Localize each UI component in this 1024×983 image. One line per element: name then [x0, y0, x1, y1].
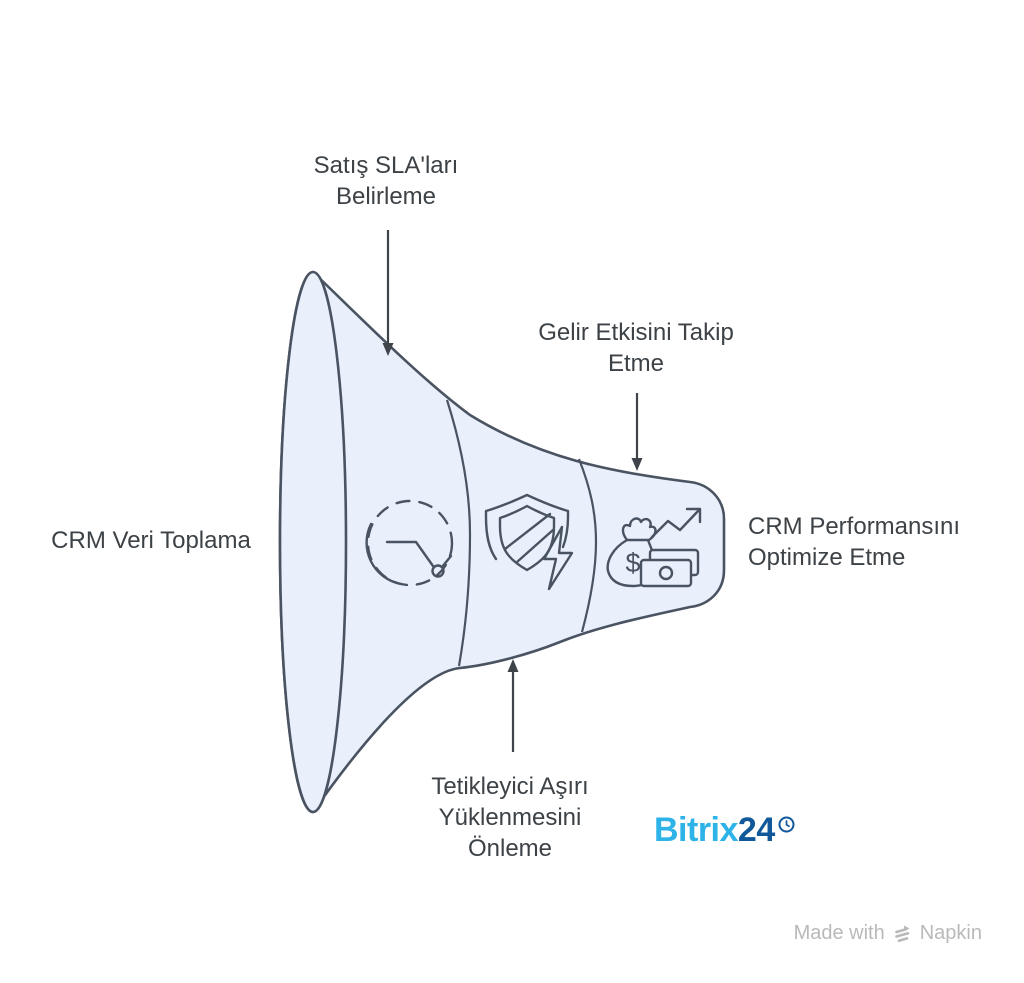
money-growth-icon: $ — [606, 507, 702, 588]
arrow-up-trigger — [507, 659, 519, 752]
napkin-logo-icon — [894, 925, 910, 942]
money-bag-tie — [621, 517, 657, 542]
banknote-front — [639, 558, 693, 588]
label-line: CRM Veri Toplama — [51, 527, 251, 554]
label-revenue-impact: Gelir Etkisini Takip Etme — [538, 317, 734, 379]
label-line: Tetikleyici Aşırı — [431, 773, 589, 800]
shield-lightning-icon — [484, 493, 574, 591]
arrow-down-revenue — [631, 393, 643, 471]
label-crm-data: CRM Veri Toplama — [51, 525, 251, 556]
divider-2 — [577, 458, 598, 633]
arrow-down-sla — [382, 230, 394, 356]
divider-1 — [445, 399, 472, 667]
label-trigger-overload: Tetikleyici Aşırı Yüklenmesini Önleme — [431, 771, 588, 864]
label-line: Belirleme — [335, 183, 437, 210]
napkin-credit: Made with Napkin — [794, 921, 982, 945]
label-line: Satış SLA'ları — [313, 152, 459, 179]
credit-name: Napkin — [919, 922, 982, 944]
annotation-arrows — [382, 230, 643, 752]
trend-arrowhead — [685, 507, 702, 524]
gauge-icon — [365, 499, 454, 587]
bitrix24-logo-text-blue: 24 — [737, 811, 775, 849]
banknote-coin — [658, 565, 674, 581]
label-optimize-performance: CRM Performansını Optimize Etme — [748, 511, 960, 573]
label-sales-sla: Satış SLA'ları Belirleme — [314, 150, 459, 212]
label-line: Önleme — [467, 835, 553, 862]
label-line: Etme — [607, 350, 664, 377]
label-line: CRM Performansını — [748, 513, 961, 540]
segment-dividers — [445, 399, 598, 667]
bitrix24-logo-text-cyan: Bitrix — [654, 811, 738, 849]
clock-icon — [778, 816, 795, 833]
label-line: Yüklenmesini — [438, 804, 582, 831]
label-line: Optimize Etme — [748, 544, 906, 571]
trend-line — [650, 508, 701, 539]
funnel-bell-rim — [278, 270, 348, 814]
credit-prefix: Made with — [793, 922, 885, 944]
label-line: Gelir Etkisini Takip — [538, 319, 734, 346]
dollar-sign: $ — [625, 548, 640, 578]
